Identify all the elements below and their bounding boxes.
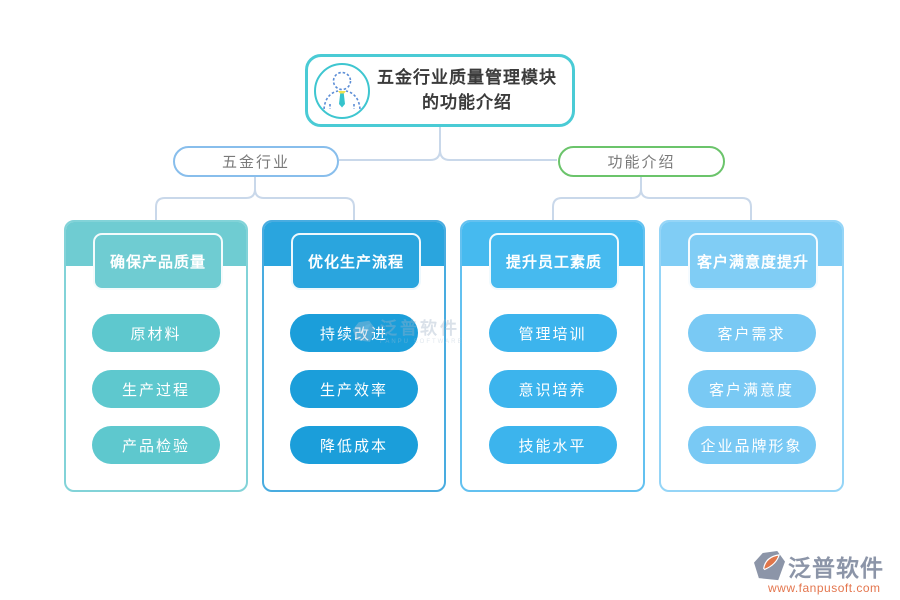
card-item-label: 持续改进 <box>319 325 388 343</box>
card-header-label: 确保产品质量 <box>109 254 206 271</box>
brand-url: www.fanpusoft.com <box>768 581 881 595</box>
branch-label: 五金行业 <box>221 154 290 171</box>
card-item: 生产效率 <box>290 370 418 408</box>
card-item-label: 技能水平 <box>518 437 587 455</box>
card-item-label: 原材料 <box>130 325 182 343</box>
card-item-label: 生产效率 <box>319 381 388 399</box>
fanpu-logo-icon <box>754 550 785 580</box>
root-title-line1: 五金行业质量管理模块 <box>377 67 557 87</box>
card-customer-satisfaction: 客户满意度提升 客户需求 客户满意度 企业品牌形象 <box>659 220 844 492</box>
card-item: 降低成本 <box>290 426 418 464</box>
brand-logo: 泛普软件 www.fanpusoft.com <box>754 549 884 595</box>
card-item-label: 企业品牌形象 <box>700 437 803 455</box>
card-employee-quality: 提升员工素质 管理培训 意识培养 技能水平 <box>460 220 645 492</box>
root-title-line2: 的功能介绍 <box>422 92 512 112</box>
card-item: 企业品牌形象 <box>687 426 816 464</box>
card-item-label: 产品检验 <box>121 437 190 455</box>
card-product-quality: 确保产品质量 原材料 生产过程 产品检验 <box>64 220 248 492</box>
card-header: 优化生产流程 <box>291 233 421 290</box>
card-item: 技能水平 <box>488 426 617 464</box>
card-item-label: 降低成本 <box>319 437 388 455</box>
card-item-label: 管理培训 <box>518 325 587 343</box>
brand-name: 泛普软件 <box>788 556 884 581</box>
card-item: 客户满意度 <box>687 370 816 408</box>
person-avatar-icon <box>314 62 370 119</box>
card-item-label: 意识培养 <box>518 381 587 399</box>
card-item: 意识培养 <box>488 370 617 408</box>
card-header-label: 提升员工素质 <box>505 254 602 271</box>
card-header-label: 优化生产流程 <box>307 254 404 271</box>
card-item: 管理培训 <box>488 314 617 352</box>
card-item-label: 客户需求 <box>717 325 786 343</box>
card-item: 产品检验 <box>92 426 220 464</box>
branch-label: 功能介绍 <box>607 154 676 171</box>
root-node-title: 五金行业质量管理模块 的功能介绍 <box>370 66 564 115</box>
card-header: 客户满意度提升 <box>688 233 818 290</box>
branch-node-function-intro: 功能介绍 <box>558 146 725 177</box>
card-header: 确保产品质量 <box>93 233 223 290</box>
card-item: 原材料 <box>92 314 220 352</box>
card-item: 客户需求 <box>687 314 816 352</box>
card-item-label: 生产过程 <box>121 381 190 399</box>
card-item: 生产过程 <box>92 370 220 408</box>
card-header: 提升员工素质 <box>489 233 619 290</box>
card-production-process: 优化生产流程 持续改进 生产效率 降低成本 <box>262 220 446 492</box>
card-item: 持续改进 <box>290 314 418 352</box>
card-header-label: 客户满意度提升 <box>696 254 809 271</box>
root-node: 五金行业质量管理模块 的功能介绍 <box>305 54 575 127</box>
branch-node-hardware-industry: 五金行业 <box>173 146 339 177</box>
card-item-label: 客户满意度 <box>708 381 794 399</box>
